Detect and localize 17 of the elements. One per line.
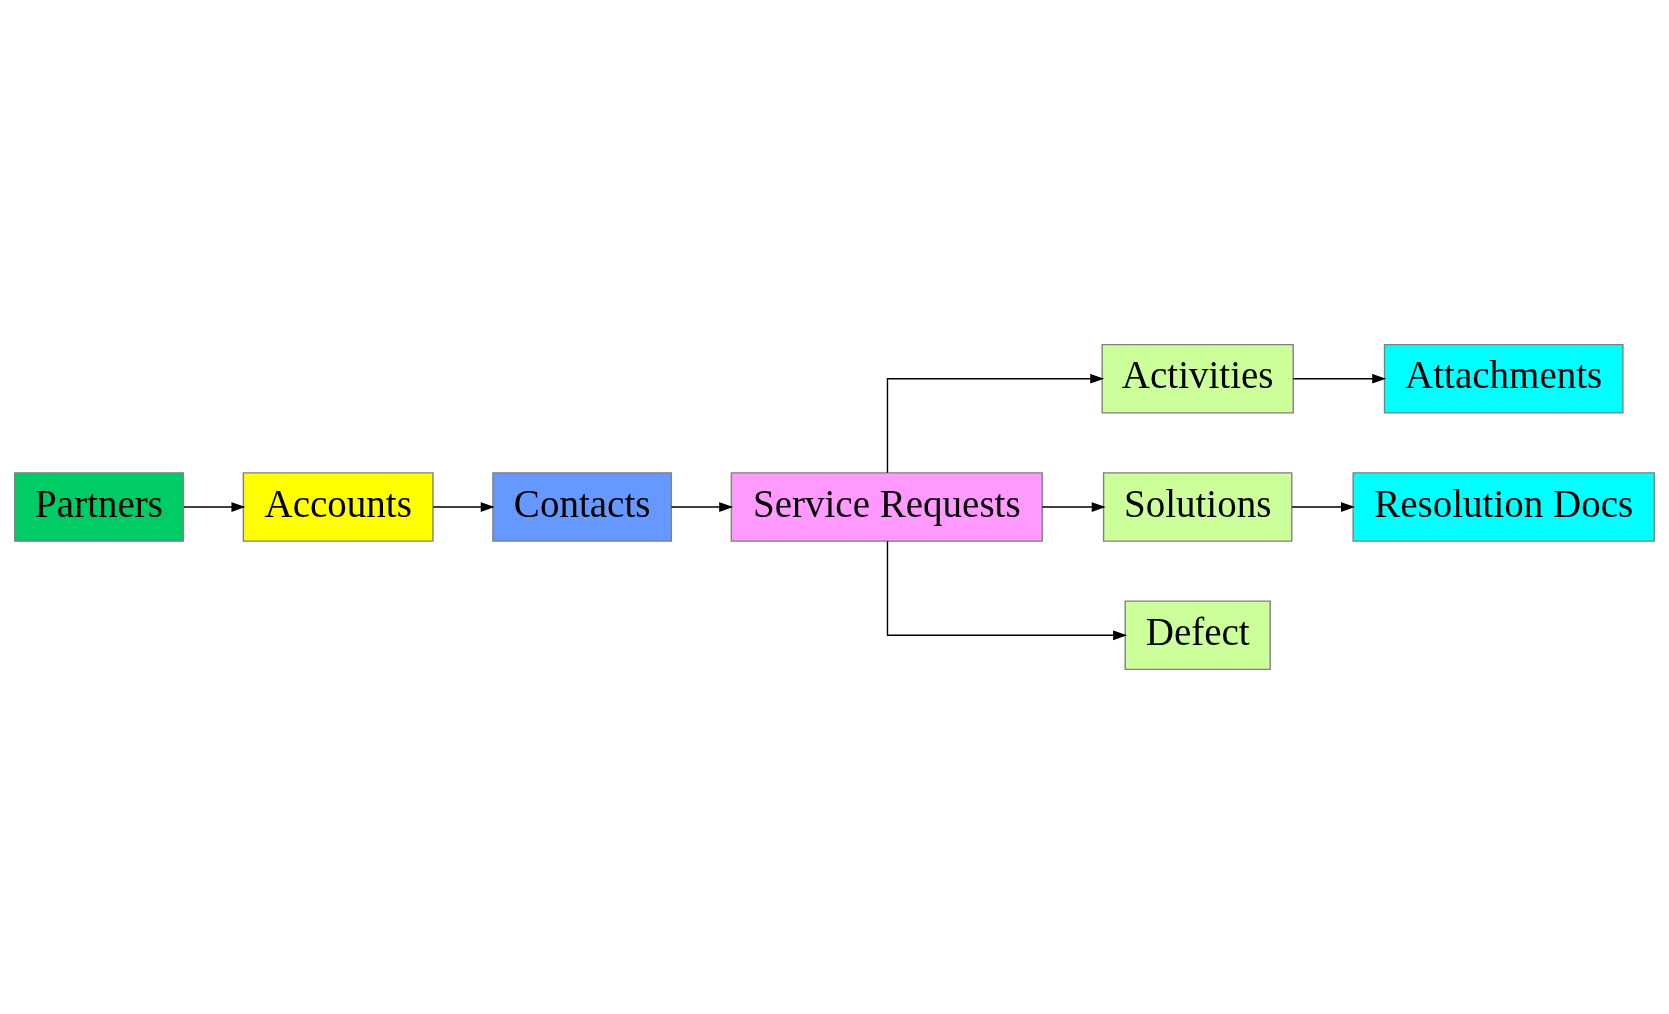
arrow [886, 540, 1128, 641]
node-box: Accounts [242, 472, 434, 542]
arrow [1292, 373, 1387, 384]
arrow [183, 502, 246, 512]
node-box: Solutions [1102, 472, 1293, 542]
node-box: Service Requests [730, 472, 1043, 542]
arrow [670, 502, 734, 512]
arrow [1291, 502, 1355, 512]
node-box: Activities [1101, 343, 1294, 414]
node-box: Contacts [492, 472, 673, 542]
arrow [1041, 502, 1106, 512]
node-box: Partners [14, 472, 185, 542]
arrow [432, 502, 495, 512]
arrow [886, 373, 1105, 474]
node-box: Defect [1124, 600, 1271, 671]
node-box: Resolution Docs [1352, 472, 1655, 542]
node-box: Attachments [1383, 343, 1624, 414]
